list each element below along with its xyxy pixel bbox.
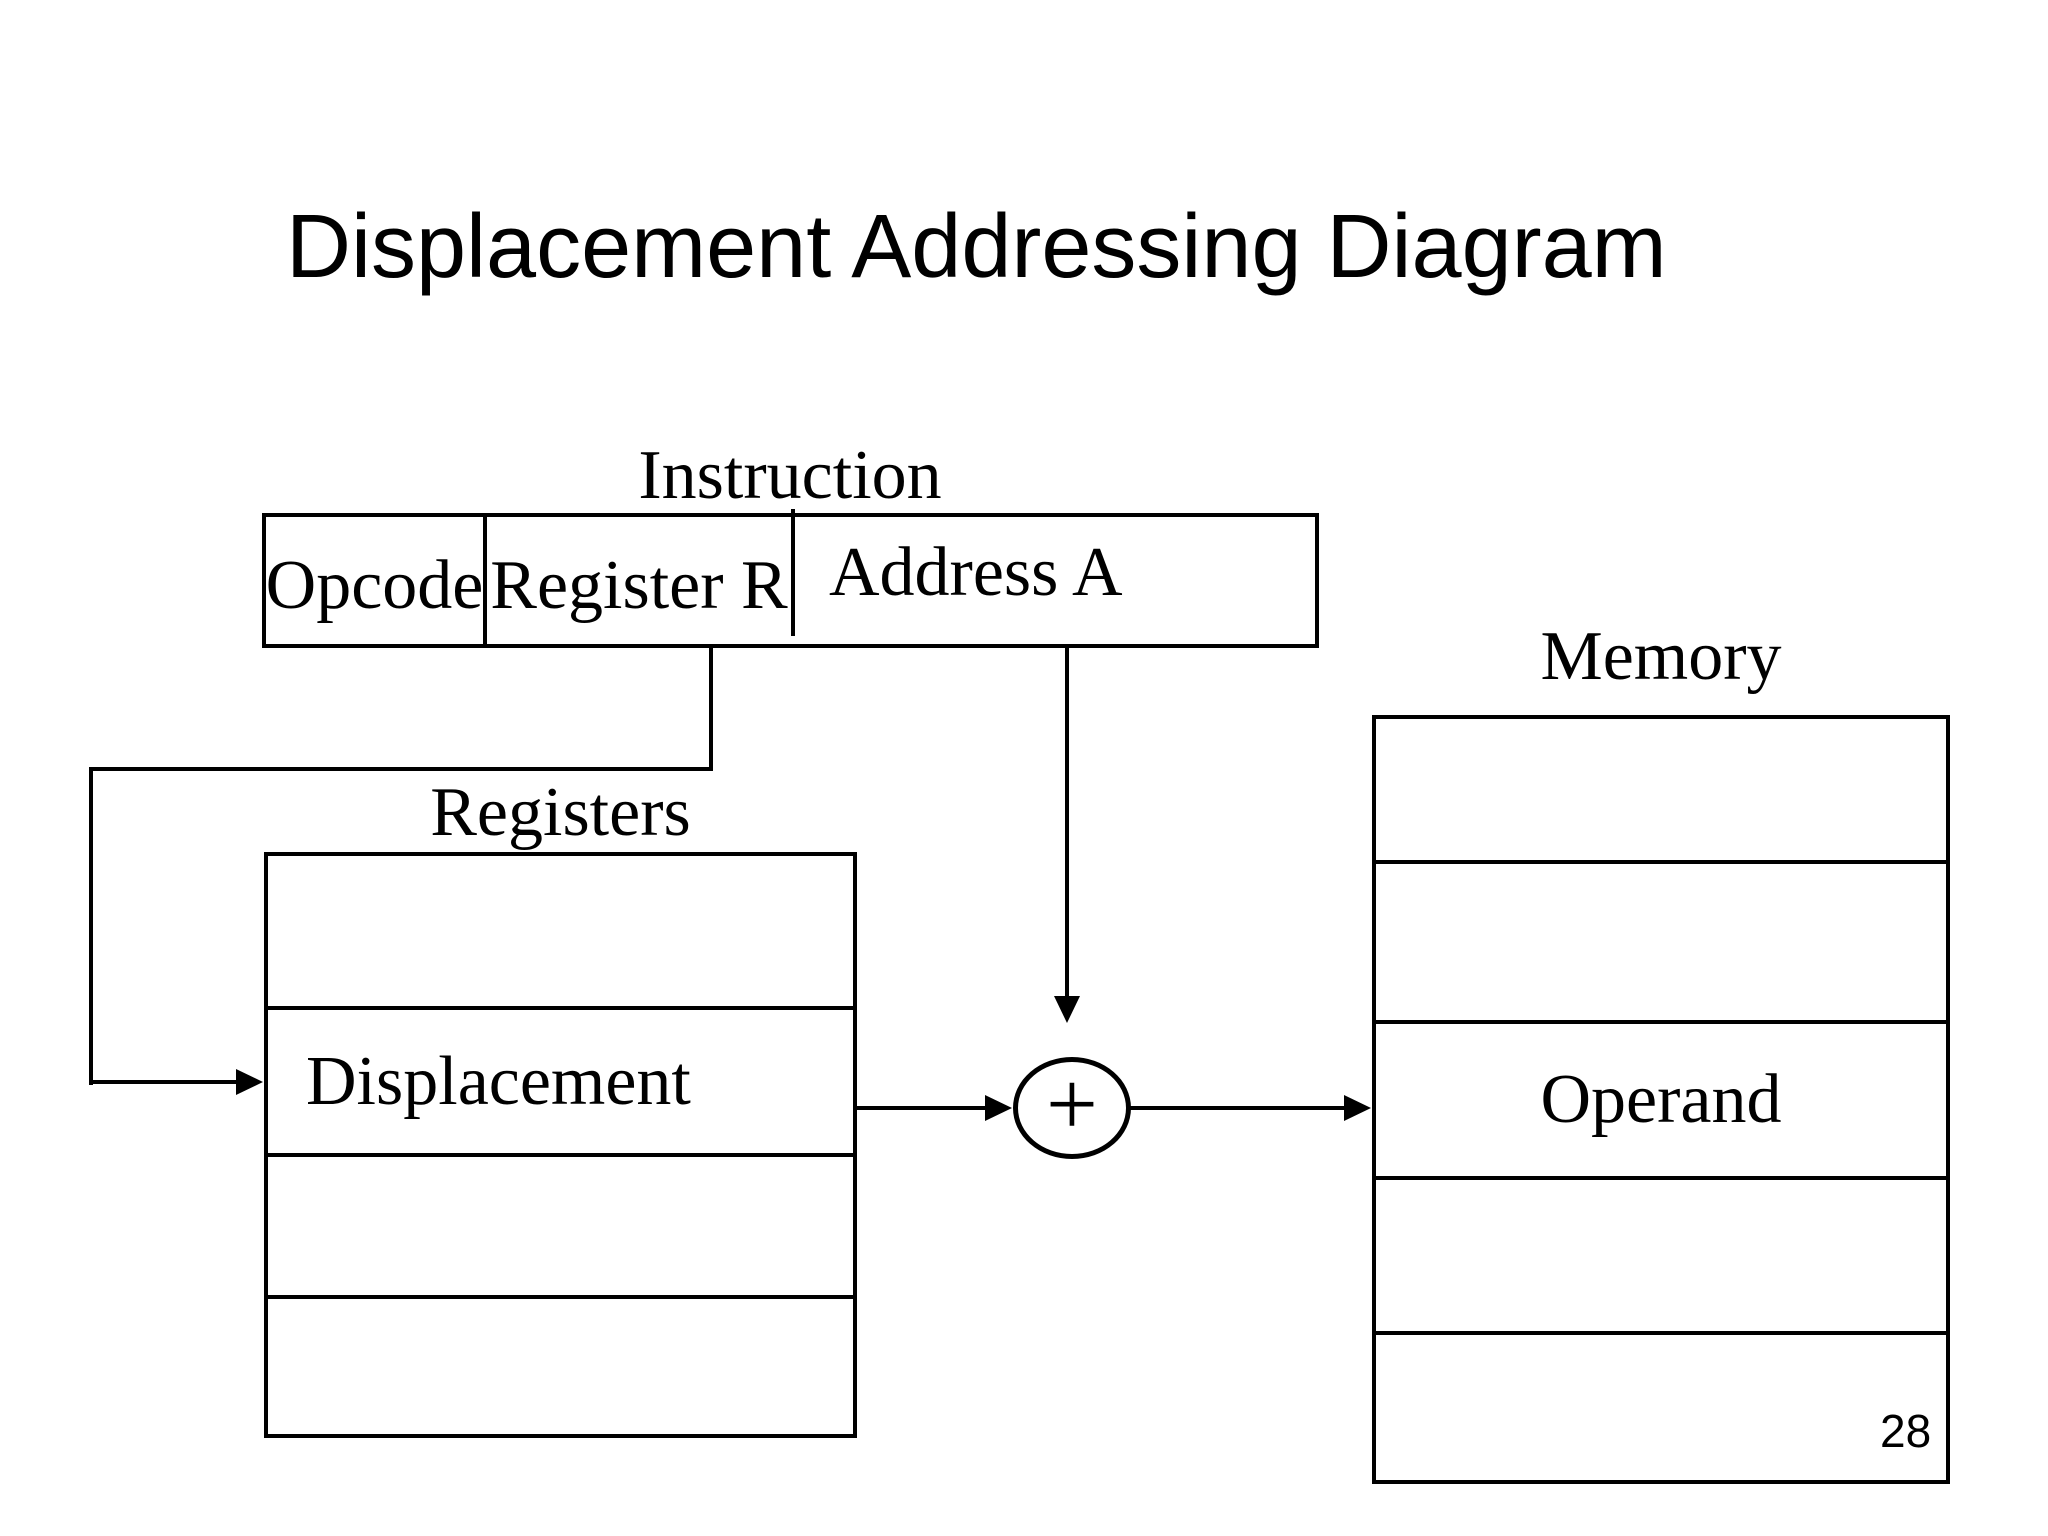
line-into-displacement [89, 1080, 239, 1084]
register-row [268, 1153, 853, 1295]
line-displacement-to-adder [857, 1106, 985, 1110]
memory-box: Operand [1372, 715, 1950, 1484]
instruction-field-opcode: Opcode [265, 546, 484, 624]
memory-row [1376, 719, 1946, 860]
register-r-elbow-horizontal-line [89, 767, 713, 771]
registers-label: Registers [430, 774, 691, 851]
register-row [268, 856, 853, 1006]
line-adder-to-memory [1129, 1106, 1344, 1110]
address-a-drop-line [1065, 646, 1069, 996]
arrowhead-into-operand-icon [1344, 1095, 1371, 1121]
register-row [268, 1295, 853, 1434]
arrowhead-into-displacement-icon [236, 1069, 263, 1095]
instruction-label: Instruction [638, 437, 942, 514]
memory-row-operand: Operand [1376, 1020, 1946, 1176]
page-number: 28 [1880, 1405, 1932, 1457]
instruction-field-address-a: Address A [791, 509, 1315, 636]
instruction-field-register-r: Register R [483, 517, 791, 644]
registers-box: Displacement [264, 852, 857, 1438]
arrowhead-address-a-icon [1054, 996, 1080, 1023]
arrowhead-into-adder-icon [985, 1095, 1012, 1121]
memory-row [1376, 1331, 1946, 1480]
register-r-elbow-vertical-line [89, 767, 93, 1085]
memory-row [1376, 860, 1946, 1020]
register-r-drop-line [709, 646, 713, 771]
register-row-displacement: Displacement [268, 1006, 853, 1153]
memory-row [1376, 1176, 1946, 1331]
slide-title: Displacement Addressing Diagram [286, 197, 1667, 297]
memory-label: Memory [1540, 618, 1782, 695]
instruction-box: Opcode Register R Address A [262, 509, 1319, 648]
plus-symbol: + [1046, 1053, 1098, 1155]
adder-circle: + [1013, 1057, 1131, 1159]
